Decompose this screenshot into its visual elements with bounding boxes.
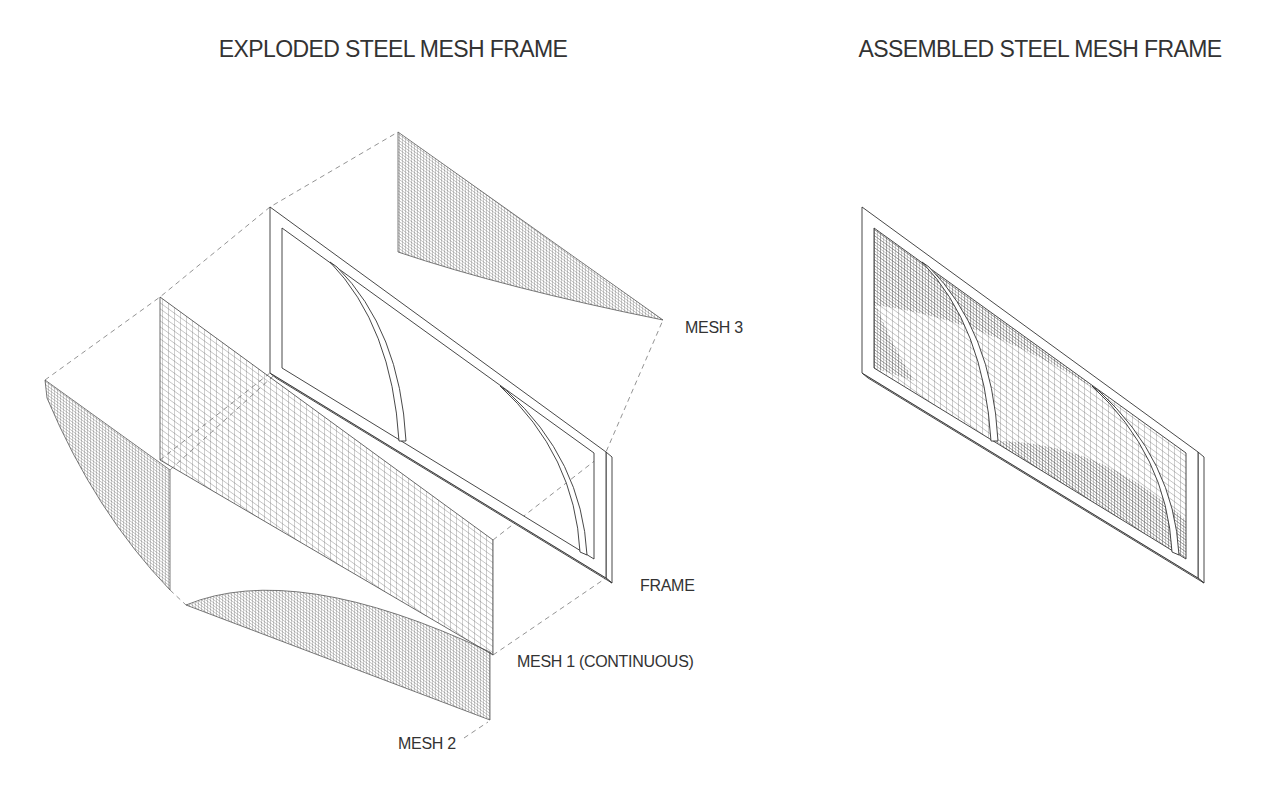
part-label: MESH 1 (CONTINUOUS) bbox=[517, 652, 694, 671]
guide-line bbox=[464, 722, 488, 738]
exploded-view bbox=[45, 132, 663, 720]
part-label: MESH 3 bbox=[685, 318, 743, 337]
guide-line bbox=[493, 578, 606, 655]
view-heading: EXPLODED STEEL MESH FRAME bbox=[219, 36, 567, 64]
part-label: FRAME bbox=[640, 576, 695, 595]
assembled-mesh bbox=[874, 228, 1186, 559]
mesh-2-bottom-piece bbox=[186, 590, 490, 720]
guide-line bbox=[170, 590, 186, 605]
view-heading: ASSEMBLED STEEL MESH FRAME bbox=[858, 36, 1221, 64]
dashed-guides bbox=[45, 132, 663, 738]
part-label: MESH 2 bbox=[398, 734, 456, 753]
frame-part bbox=[862, 207, 1204, 583]
mesh-3-panel bbox=[398, 132, 663, 320]
mesh-2-left-piece bbox=[45, 380, 170, 590]
assembled-view bbox=[862, 207, 1204, 583]
mesh-1-fill bbox=[874, 228, 1186, 559]
mesh-2-fill bbox=[874, 300, 914, 381]
